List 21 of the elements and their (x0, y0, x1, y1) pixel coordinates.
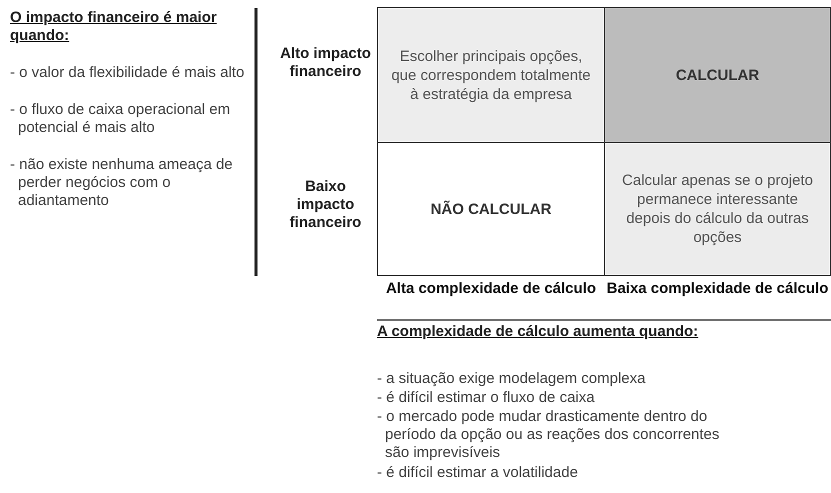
cell-text: NÃO CALCULAR (430, 200, 552, 218)
heading: A complexidade de cálculo aumenta quando: (377, 323, 698, 341)
matrix-cell (604, 7, 831, 143)
bullet-text: - a situação exige modelagem complexa (377, 370, 646, 388)
bullet-text: - o valor da flexibilidade é mais alto (10, 64, 246, 82)
cell-text: Escolher principais opções, que correspondem totalmente à estratégia da empresa (390, 46, 592, 104)
row-label: Baixo impacto financeiro (288, 178, 362, 232)
bullet-text: - o fluxo de caixa operacional em potencial é mais alto (10, 101, 232, 137)
bullet-text: - é difícil estimar a volatilidade (377, 464, 578, 482)
column-label: Baixa complexidade de cálculo (606, 280, 830, 298)
bullet-text: - é difícil estimar o fluxo de caixa (377, 389, 595, 407)
bullet-text: - o mercado pode mudar drasticamente dentro do período da opção ou as reações dos concorrentes são imprevisíveis (377, 408, 720, 462)
bullet-text: - não existe nenhuma ameaça de perder negócios com o adiantamento (10, 156, 234, 210)
matrix-cell (604, 142, 831, 276)
matrix-cell (377, 142, 605, 276)
cell-text: CALCULAR (676, 66, 760, 84)
matrix-cell (377, 7, 605, 143)
column-label: Alta complexidade de cálculo (384, 280, 598, 298)
heading: O impacto financeiro é maior quando: (10, 9, 218, 45)
cell-text: Calcular apenas se o projeto permanece interessante depois do cálculo da outras opções (621, 171, 814, 247)
row-label: Alto impacto financeiro (279, 45, 372, 81)
